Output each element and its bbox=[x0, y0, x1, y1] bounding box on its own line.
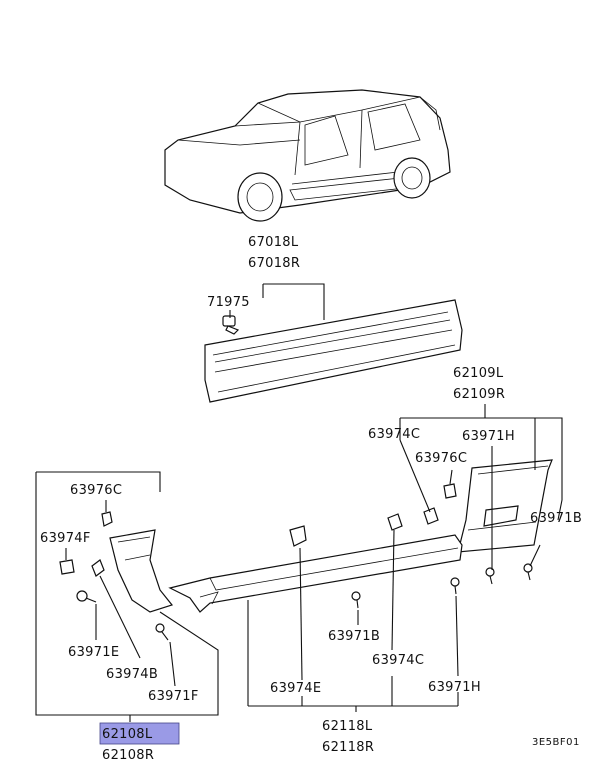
front-sill-extension bbox=[109, 529, 174, 613]
label-67018r[interactable]: 67018R bbox=[248, 256, 300, 271]
fasteners bbox=[59, 483, 533, 641]
label-63974c-top[interactable]: 63974C bbox=[368, 427, 420, 442]
label-63971e[interactable]: 63971E bbox=[68, 645, 119, 660]
diagram-code: 3E5BF01 bbox=[532, 737, 580, 748]
label-62109r[interactable]: 62109R bbox=[453, 387, 505, 402]
part-highlight bbox=[99, 722, 180, 745]
label-63971h-bottom[interactable]: 63971H bbox=[428, 680, 481, 695]
label-63974b[interactable]: 63974B bbox=[106, 667, 158, 682]
label-63974e[interactable]: 63974E bbox=[270, 681, 321, 696]
rear-sill-extension bbox=[457, 459, 553, 553]
label-63971b-right[interactable]: 63971B bbox=[530, 511, 582, 526]
label-63971f[interactable]: 63971F bbox=[148, 689, 199, 704]
label-63974f[interactable]: 63974F bbox=[40, 531, 91, 546]
car-illustration bbox=[164, 89, 451, 222]
label-63976c-left[interactable]: 63976C bbox=[70, 483, 122, 498]
door-moulding bbox=[204, 299, 463, 403]
label-62108r[interactable]: 62108R bbox=[102, 748, 154, 763]
label-67018l[interactable]: 67018L bbox=[248, 235, 299, 250]
leader-lines bbox=[35, 283, 563, 722]
label-63971h-top[interactable]: 63971H bbox=[462, 429, 515, 444]
part-labels: 67018L 67018R 71975 62109L 62109R 63974C… bbox=[40, 235, 582, 763]
sill-garnish bbox=[168, 534, 463, 613]
clip-71975 bbox=[222, 315, 240, 335]
label-62118l[interactable]: 62118L bbox=[322, 719, 373, 734]
label-62109l[interactable]: 62109L bbox=[453, 366, 504, 381]
label-62118r[interactable]: 62118R bbox=[322, 740, 374, 755]
label-63976c-right[interactable]: 63976C bbox=[415, 451, 467, 466]
label-62108l[interactable]: 62108L bbox=[102, 727, 153, 742]
label-71975[interactable]: 71975 bbox=[207, 295, 250, 310]
label-63974c-bottom[interactable]: 63974C bbox=[372, 653, 424, 668]
label-63971b-bottom[interactable]: 63971B bbox=[328, 629, 380, 644]
